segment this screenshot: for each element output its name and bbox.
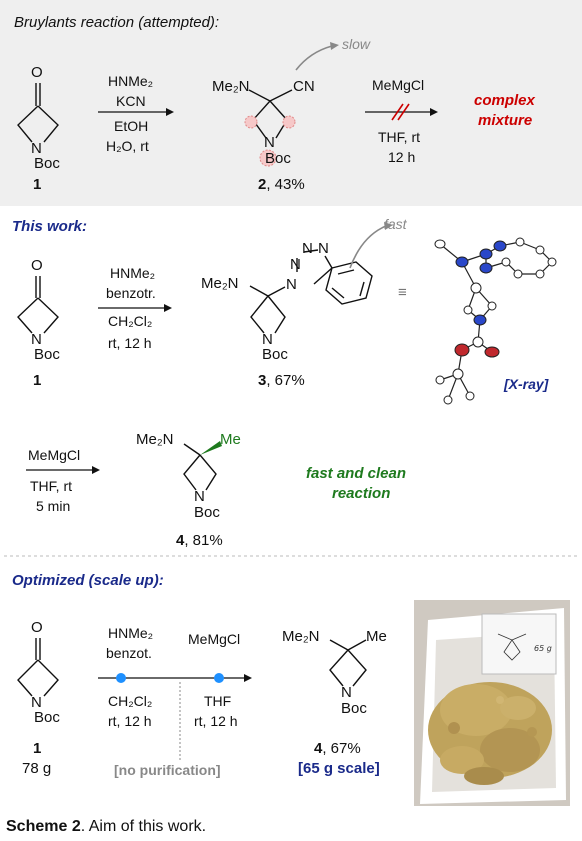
fast-label: fast bbox=[384, 216, 407, 232]
product-4-mid bbox=[183, 443, 217, 491]
sm-amount: 78 g bbox=[22, 760, 52, 777]
cond-opt-a-2: benzot. bbox=[106, 645, 152, 661]
atom-n-2: N bbox=[264, 134, 275, 151]
atom-n3b-bt: N bbox=[318, 240, 329, 257]
photo-scene bbox=[414, 600, 570, 806]
atom-n3-bt: N bbox=[302, 240, 313, 257]
atom-n-top: N bbox=[31, 140, 42, 157]
cond-opt-a-4: rt, 12 h bbox=[108, 713, 152, 729]
compound-4-label-bottom: 4, 67% bbox=[314, 740, 361, 757]
cond-opt-a-1: HNMe₂ bbox=[108, 625, 154, 641]
boc-3: Boc bbox=[262, 346, 288, 363]
compound-1-label-bottom: 1 bbox=[33, 740, 42, 757]
me2n-4-mid: Me₂N bbox=[136, 431, 174, 448]
cond-mid-2-b: THF, rt bbox=[30, 478, 72, 494]
atom-n-mid: N bbox=[31, 331, 42, 348]
cond-top-1-c: EtOH bbox=[114, 118, 149, 134]
atom-n-4-bottom: N bbox=[341, 684, 352, 701]
cond-mid-2-a: MeMgCl bbox=[28, 447, 81, 463]
highlight-ch2-left bbox=[244, 115, 258, 129]
me2n-4-bottom: Me₂N bbox=[282, 628, 320, 645]
cond-opt-b-2: THF bbox=[204, 693, 232, 709]
compound-3-label: 3, 67% bbox=[258, 372, 305, 389]
atom-n-4-mid: N bbox=[194, 488, 205, 505]
cond-mid-1-c: CH₂Cl₂ bbox=[108, 313, 153, 329]
boc-4-mid: Boc bbox=[194, 504, 220, 521]
slow-label: slow bbox=[342, 36, 371, 52]
complex-mixture-2: mixture bbox=[478, 112, 533, 129]
product-photo: 65 g bbox=[414, 600, 570, 806]
atom-o-mid: O bbox=[31, 257, 43, 274]
atom-o-bottom: O bbox=[31, 619, 43, 636]
highlight-boc bbox=[259, 149, 277, 167]
azetidinone-1-mid bbox=[17, 276, 59, 334]
benzotriazole-aminal-3 bbox=[249, 249, 373, 334]
atom-n1-bt: N bbox=[286, 276, 297, 293]
scheme-caption: Scheme 2. Aim of this work. bbox=[6, 818, 207, 835]
me-4-bottom: Me bbox=[366, 628, 387, 645]
cond-opt-b-3: rt, 12 h bbox=[194, 713, 238, 729]
cond-opt-a-3: CH₂Cl₂ bbox=[108, 693, 153, 709]
me2n-2: Me₂N bbox=[212, 78, 250, 95]
bruylants-title: Bruylants reaction (attempted): bbox=[14, 14, 220, 31]
xray-label: [X-ray] bbox=[504, 376, 549, 392]
cond-mid-2-c: 5 min bbox=[36, 498, 71, 514]
xray-atoms bbox=[434, 237, 557, 405]
this-work-title: This work: bbox=[12, 218, 88, 235]
step-dot-b bbox=[214, 673, 224, 683]
cond-mid-1-d: rt, 12 h bbox=[108, 335, 152, 351]
boc-4-bottom: Boc bbox=[341, 700, 367, 717]
bruylants-panel bbox=[0, 0, 582, 206]
boc-top: Boc bbox=[34, 155, 60, 172]
fast-arrow bbox=[349, 225, 387, 269]
vial-note: 65 g bbox=[534, 644, 552, 653]
boc-mid: Boc bbox=[34, 346, 60, 363]
step-dot-a bbox=[116, 673, 126, 683]
fast-clean-2: reaction bbox=[332, 485, 391, 502]
atom-o-top: O bbox=[31, 64, 43, 81]
me-4-mid: Me bbox=[220, 431, 241, 448]
me2n-3: Me₂N bbox=[201, 275, 239, 292]
highlight-ch2-right bbox=[282, 115, 296, 129]
cond-mid-1-b: benzotr. bbox=[106, 285, 156, 301]
scale-note: [65 g scale] bbox=[298, 760, 380, 777]
compound-1-label-top: 1 bbox=[33, 176, 42, 193]
methyl-wedge bbox=[200, 441, 222, 455]
atom-n-bottom: N bbox=[31, 694, 42, 711]
cn-2: CN bbox=[293, 78, 315, 95]
cond-top-2-a: MeMgCl bbox=[372, 77, 425, 93]
cond-top-1-d: H₂O, rt bbox=[106, 138, 149, 154]
azetidinone-1-top bbox=[17, 83, 59, 143]
cond-opt-b-1: MeMgCl bbox=[188, 631, 241, 647]
atom-n-3: N bbox=[262, 331, 273, 348]
optimized-title: Optimized (scale up): bbox=[12, 572, 164, 589]
compound-2-label: 2, 43% bbox=[258, 176, 305, 193]
boc-2: Boc bbox=[265, 150, 291, 167]
product-4-bottom bbox=[329, 639, 367, 687]
compound-4-label-mid: 4, 81% bbox=[176, 532, 223, 549]
boc-bottom: Boc bbox=[34, 709, 60, 726]
cond-top-1-a: HNMe₂ bbox=[108, 73, 154, 89]
equiv-sign: ≡ bbox=[398, 284, 407, 301]
fast-clean-1: fast and clean bbox=[306, 465, 407, 482]
complex-mixture-1: complex bbox=[474, 92, 535, 109]
no-purification-note: [no purification] bbox=[114, 762, 221, 778]
aminonitrile-2 bbox=[248, 89, 293, 139]
cond-top-1-b: KCN bbox=[116, 93, 146, 109]
compound-1-label-mid: 1 bbox=[33, 372, 42, 389]
azetidinone-1-bottom bbox=[17, 638, 59, 697]
slow-arrow bbox=[295, 45, 333, 71]
atom-n2-bt: N bbox=[290, 256, 301, 273]
cond-top-2-c: 12 h bbox=[388, 149, 416, 165]
cond-top-2-b: THF, rt bbox=[378, 129, 420, 145]
cond-mid-1-a: HNMe₂ bbox=[110, 265, 156, 281]
